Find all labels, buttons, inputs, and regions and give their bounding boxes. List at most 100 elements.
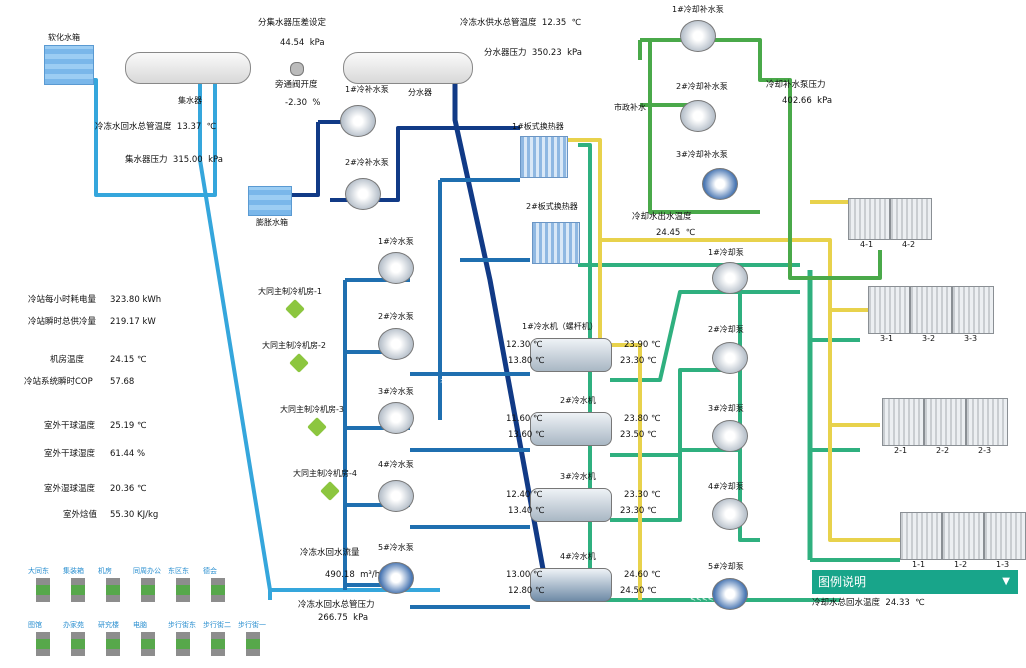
valve-bottom-2-icon[interactable] bbox=[71, 632, 85, 656]
valve-top-4-label: 同周办公 bbox=[133, 567, 161, 575]
legend-dropdown[interactable]: 图例说明▼ bbox=[812, 570, 1018, 594]
stat-7-value: 20.36 ℃ bbox=[110, 484, 147, 494]
valve-bottom-3-icon[interactable] bbox=[106, 632, 120, 656]
chw-pump-2[interactable] bbox=[378, 328, 414, 360]
chw-pump-5[interactable] bbox=[378, 562, 414, 594]
valve-top-3-label: 机房 bbox=[98, 567, 112, 575]
chiller-3[interactable] bbox=[530, 488, 612, 522]
stat-5-value: 25.19 ℃ bbox=[110, 421, 147, 431]
stat-5: 室外干球温度 bbox=[44, 421, 96, 431]
pipe-cw-pump-v bbox=[738, 292, 760, 542]
cooling-tower-2-2[interactable] bbox=[924, 398, 966, 446]
chiller-2-cond-out: 23.80 ℃ bbox=[624, 414, 661, 424]
pipe-makeup-1 bbox=[290, 122, 320, 197]
cooling-tower-1-2[interactable] bbox=[942, 512, 984, 560]
cooling-tower-3-1[interactable] bbox=[868, 286, 910, 334]
pipe-return-main bbox=[198, 82, 440, 592]
cooling-tower-2-1[interactable] bbox=[882, 398, 924, 446]
valve-bottom-3-label: 研究楼 bbox=[98, 621, 119, 629]
valve-top-4-icon[interactable] bbox=[141, 578, 155, 602]
cooling-out-temp-label: 冷却水出水温度 bbox=[632, 212, 692, 222]
cooling-makeup-pressure-value: 402.66 kPa bbox=[782, 96, 833, 106]
valve-top-6-icon[interactable] bbox=[211, 578, 225, 602]
valve-bottom-4-icon[interactable] bbox=[141, 632, 155, 656]
cooling-tower-2-3[interactable] bbox=[966, 398, 1008, 446]
cooling-tower-1-1-label: 1-1 bbox=[912, 560, 926, 569]
terminal-2-label: 大同主制冷机房-2 bbox=[262, 341, 326, 350]
valve-top-2-icon[interactable] bbox=[71, 578, 85, 602]
softened-tank-label: 软化水箱 bbox=[48, 33, 80, 42]
chiller-1[interactable] bbox=[530, 338, 612, 372]
cooling-makeup-pump-1[interactable] bbox=[680, 20, 716, 52]
cooling-makeup-pressure-label: 冷却补水泵压力 bbox=[766, 80, 826, 90]
cw-pump-4[interactable] bbox=[712, 498, 748, 530]
valve-top-6-label: 德会 bbox=[203, 567, 217, 575]
chiller-1-cond-in: 23.30 ℃ bbox=[620, 356, 657, 366]
cw-pump-3[interactable] bbox=[712, 420, 748, 452]
cw-pump-1[interactable] bbox=[712, 262, 748, 294]
cooling-tower-3-3[interactable] bbox=[952, 286, 994, 334]
chiller-2[interactable] bbox=[530, 412, 612, 446]
cooling-tower-1-3-label: 1-3 bbox=[996, 560, 1010, 569]
water-distributor[interactable] bbox=[343, 52, 473, 84]
cooling-tower-4-2[interactable] bbox=[890, 198, 932, 240]
distributor-label: 分水器 bbox=[408, 88, 432, 97]
chiller-2-evap-out: 11.60 ℃ bbox=[506, 414, 543, 424]
cooling-makeup-3-label: 3#冷却补水泵 bbox=[676, 150, 728, 159]
plate-heat-exchanger-2[interactable] bbox=[532, 222, 580, 264]
chiller-2-cond-in: 23.50 ℃ bbox=[620, 430, 657, 440]
chiller-4-evap-in: 12.80 ℃ bbox=[508, 586, 545, 596]
collector-pressure: 集水器压力 315.00 kPa bbox=[125, 155, 223, 165]
cw-pump-1-label: 1#冷却泵 bbox=[708, 248, 744, 257]
chiller-4-label: 4#冷水机 bbox=[560, 552, 596, 561]
cooling-makeup-pump-3[interactable] bbox=[702, 168, 738, 200]
terminal-3-label: 大同主制冷机房-3 bbox=[280, 405, 344, 414]
valve-top-5-label: 东区东 bbox=[168, 567, 189, 575]
stat-3: 机房温度 bbox=[50, 355, 85, 365]
chw-pump-4-label: 4#冷水泵 bbox=[378, 460, 414, 469]
valve-bottom-1-icon[interactable] bbox=[36, 632, 50, 656]
cooling-makeup-pump-2[interactable] bbox=[680, 100, 716, 132]
chiller-3-evap-in: 13.40 ℃ bbox=[508, 506, 545, 516]
pipe-cw-3 bbox=[610, 448, 740, 522]
cooling-tower-1-3[interactable] bbox=[984, 512, 1026, 560]
valve-bottom-4-label: 电脑 bbox=[133, 621, 147, 629]
return-pressure-label: 冷冻水回水总管压力 bbox=[298, 600, 375, 610]
chw-pump-4[interactable] bbox=[378, 480, 414, 512]
cw-pump-5[interactable] bbox=[712, 578, 748, 610]
chiller-4[interactable] bbox=[530, 568, 612, 602]
pipe-yellow-2 bbox=[600, 238, 900, 542]
distributor-pressure: 分水器压力 350.23 kPa bbox=[484, 48, 582, 58]
cooling-tower-1-1[interactable] bbox=[900, 512, 942, 560]
makeup-pump-2[interactable] bbox=[345, 178, 381, 210]
chw-pump-1-label: 1#冷水泵 bbox=[378, 237, 414, 246]
valve-top-5-icon[interactable] bbox=[176, 578, 190, 602]
valve-bottom-2-label: 办家苑 bbox=[63, 621, 84, 629]
cw-pump-2[interactable] bbox=[712, 342, 748, 374]
valve-bottom-7-icon[interactable] bbox=[246, 632, 260, 656]
expansion-tank[interactable] bbox=[248, 186, 292, 216]
chw-pump-3[interactable] bbox=[378, 402, 414, 434]
stat-2: 冷站瞬时总供冷量 bbox=[28, 317, 97, 327]
flow-arrow: <<<< bbox=[690, 595, 714, 603]
cooling-tower-4-1[interactable] bbox=[848, 198, 890, 240]
softened-water-tank[interactable] bbox=[44, 45, 94, 85]
stat-4-value: 57.68 bbox=[110, 377, 135, 387]
cooling-makeup-1-label: 1#冷却补水泵 bbox=[672, 5, 724, 14]
stat-7: 室外湿球温度 bbox=[44, 484, 96, 494]
valve-bottom-7-label: 步行街一 bbox=[238, 621, 266, 629]
bypass-valve-icon[interactable] bbox=[290, 62, 304, 76]
plate-heat-exchanger-1[interactable] bbox=[520, 136, 568, 178]
chw-pump-1[interactable] bbox=[378, 252, 414, 284]
heat-exchanger-1-label: 1#板式换热器 bbox=[512, 122, 564, 131]
valve-bottom-6-icon[interactable] bbox=[211, 632, 225, 656]
cooling-tower-3-2[interactable] bbox=[910, 286, 952, 334]
valve-top-1-icon[interactable] bbox=[36, 578, 50, 602]
makeup-pump-1[interactable] bbox=[340, 105, 376, 137]
water-collector[interactable] bbox=[125, 52, 251, 84]
valve-top-3-icon[interactable] bbox=[106, 578, 120, 602]
valve-bottom-5-icon[interactable] bbox=[176, 632, 190, 656]
flow-value: 490.18 m³/h bbox=[325, 570, 381, 580]
cooling-tower-3-2-label: 3-2 bbox=[922, 334, 936, 343]
return-temp: 冷冻水回水总管温度 13.37 ℃ bbox=[95, 122, 217, 132]
